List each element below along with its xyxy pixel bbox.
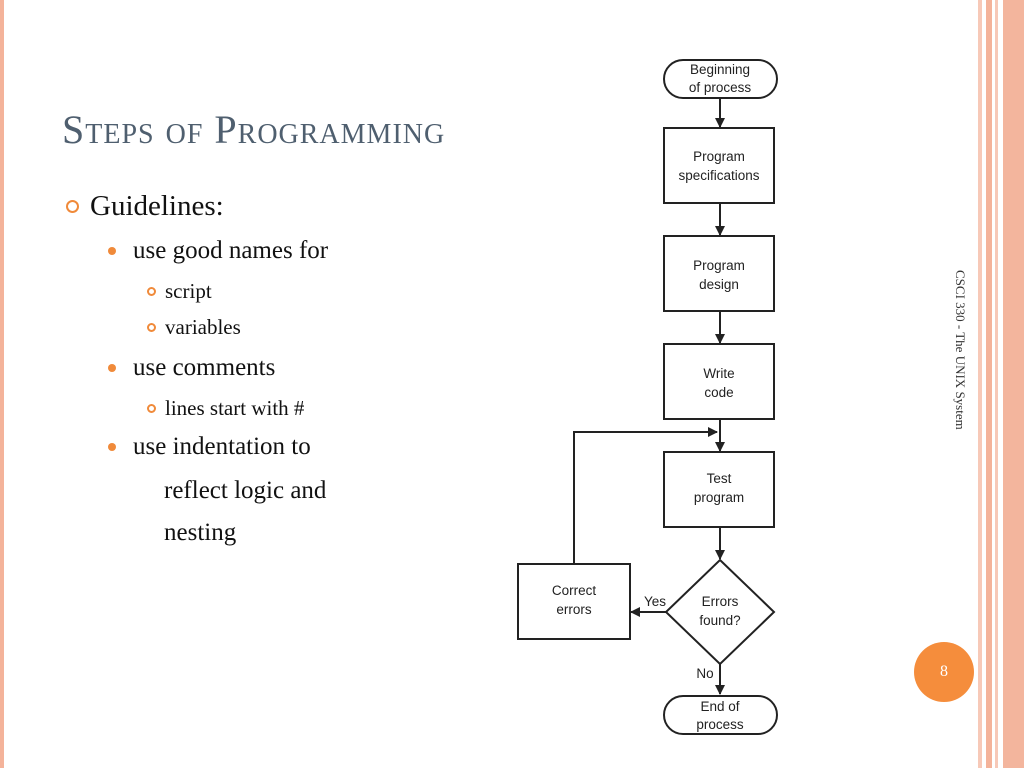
bullet-text: use good names for bbox=[133, 237, 329, 264]
bullet-text: script bbox=[165, 279, 212, 303]
bullet-text: variables bbox=[165, 315, 241, 339]
flow-end-terminal: End of process bbox=[663, 695, 778, 735]
flow-box-test-program: Test program bbox=[663, 451, 775, 528]
flow-label: Beginning bbox=[690, 62, 750, 77]
bullet-lines-start: lines start with # bbox=[147, 396, 304, 421]
flow-yes-label: Yes bbox=[644, 594, 666, 609]
bullet-text: use comments bbox=[133, 354, 276, 381]
flow-label: End of bbox=[700, 699, 739, 714]
right-border-stripe bbox=[1003, 0, 1024, 768]
flow-label: Errors bbox=[702, 594, 739, 609]
bullet-dot-icon bbox=[108, 443, 116, 451]
left-edge-stripe bbox=[0, 0, 4, 768]
flow-label: Correct bbox=[552, 583, 597, 598]
flow-label: process bbox=[696, 717, 744, 732]
bullet-ring-icon bbox=[66, 200, 79, 213]
bullet-guidelines: Guidelines: bbox=[66, 190, 224, 223]
flow-label: Program bbox=[693, 258, 745, 273]
bullet-dot-icon bbox=[108, 247, 116, 255]
flow-label: Program bbox=[693, 149, 745, 164]
flow-box-write-code: Write code bbox=[663, 343, 775, 420]
bullet-script: script bbox=[147, 279, 212, 304]
flow-loop-arrow bbox=[573, 427, 718, 564]
right-border-stripe bbox=[995, 0, 998, 768]
flow-decision-errors: Errors found? bbox=[664, 558, 776, 666]
flow-box-specifications: Program specifications bbox=[663, 127, 775, 204]
flow-label: of process bbox=[689, 80, 752, 95]
bullet-comments: use comments bbox=[108, 354, 275, 382]
bullet-ring-icon bbox=[147, 404, 156, 413]
bullet-text: use indentation to bbox=[133, 433, 311, 460]
bullet-ring-icon bbox=[147, 323, 156, 332]
flow-start-terminal: Beginning of process bbox=[663, 59, 778, 99]
bullet-good-names: use good names for bbox=[108, 237, 328, 265]
programming-flowchart: Beginning of process Program specificati… bbox=[517, 59, 778, 735]
flow-box-correct-errors: Correct errors bbox=[517, 563, 631, 640]
flow-label: Write bbox=[703, 366, 734, 381]
flow-label: design bbox=[699, 277, 739, 292]
right-border-stripe bbox=[986, 0, 992, 768]
bullet-dot-icon bbox=[108, 364, 116, 372]
slide-title: Steps of Programming bbox=[62, 107, 446, 152]
flow-no-label: No bbox=[696, 666, 713, 681]
flow-label: found? bbox=[699, 613, 740, 628]
course-side-label: CSCI 330 - The UNIX System bbox=[953, 270, 968, 430]
flow-box-design: Program design bbox=[663, 235, 775, 312]
bullet-continuation: reflect logic and bbox=[164, 477, 327, 504]
bullet-continuation: nesting bbox=[164, 519, 237, 546]
flow-label: specifications bbox=[678, 168, 759, 183]
flow-label: errors bbox=[556, 602, 592, 617]
right-border-stripe bbox=[978, 0, 982, 768]
bullet-text: Guidelines: bbox=[90, 190, 224, 222]
bullet-indentation: use indentation to bbox=[108, 433, 311, 461]
bullet-ring-icon bbox=[147, 287, 156, 296]
flow-label: Test bbox=[707, 471, 732, 486]
bullet-variables: variables bbox=[147, 315, 241, 340]
bullet-text: lines start with # bbox=[165, 396, 305, 420]
page-number-badge: 8 bbox=[914, 642, 974, 702]
flow-label: program bbox=[694, 490, 744, 505]
flow-label: code bbox=[704, 385, 733, 400]
